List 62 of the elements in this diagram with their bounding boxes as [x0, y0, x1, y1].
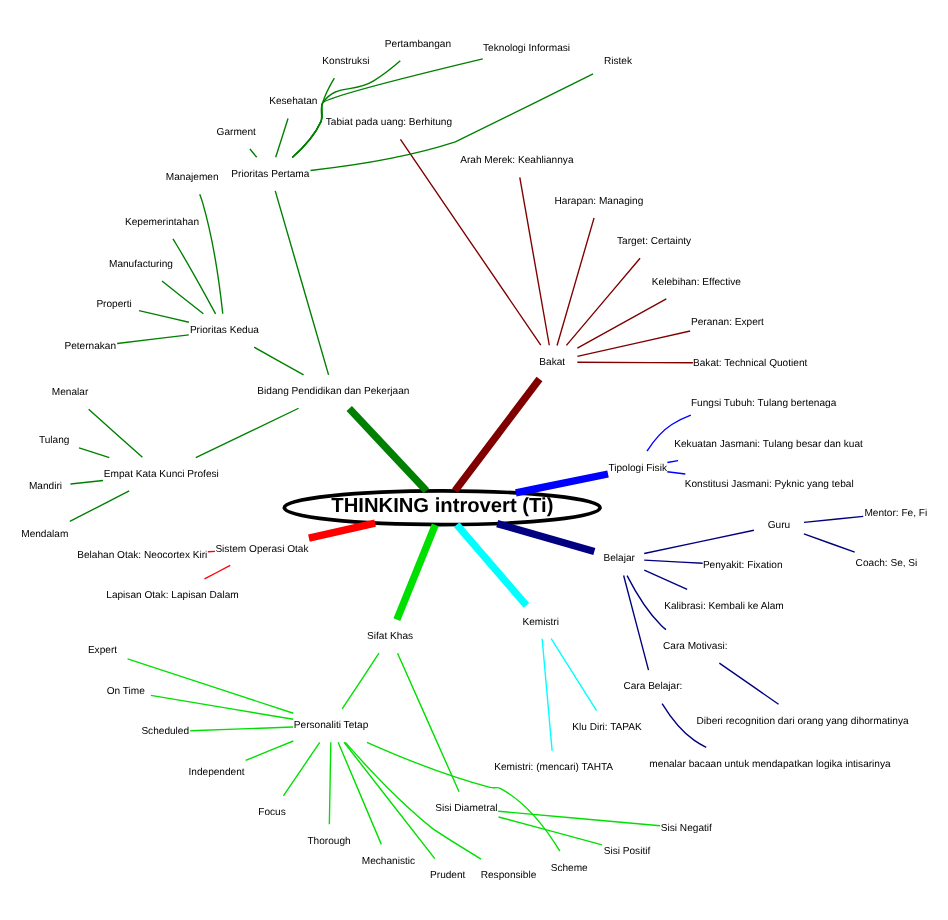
- connector: [274, 190, 330, 376]
- connector: [69, 490, 130, 523]
- connector: [550, 638, 598, 712]
- connector: [453, 522, 530, 608]
- connector: [78, 447, 110, 459]
- connector: [399, 138, 542, 346]
- connector: [161, 280, 205, 315]
- connector: [341, 652, 380, 710]
- connector: [244, 740, 294, 762]
- connector: [275, 117, 289, 158]
- connector: [150, 694, 294, 720]
- connector: [195, 407, 300, 459]
- connector: [496, 520, 596, 556]
- connector: [576, 361, 694, 364]
- node-ellipse: THINKING introvert (Ti): [282, 489, 602, 527]
- connector: [565, 257, 641, 347]
- connector: [515, 470, 609, 497]
- connector: [199, 193, 224, 315]
- connector: [253, 346, 305, 376]
- connector: [69, 479, 104, 485]
- connector: [576, 298, 668, 349]
- connector: [172, 238, 217, 315]
- connector: [203, 564, 231, 580]
- connector: [803, 533, 856, 553]
- connector: [556, 217, 595, 347]
- connector: [126, 658, 295, 714]
- connector: [452, 376, 543, 493]
- connector: [643, 569, 688, 591]
- connector: [393, 523, 439, 622]
- connector: [116, 334, 190, 345]
- connector: [643, 529, 755, 555]
- connector: [576, 330, 691, 358]
- connector: [308, 519, 376, 542]
- connector: [343, 741, 436, 860]
- connector: [646, 414, 692, 452]
- connector: [622, 574, 650, 671]
- connector: [661, 702, 707, 749]
- connector: [666, 459, 679, 464]
- connector: [291, 60, 401, 159]
- connector: [189, 726, 294, 732]
- connector: [541, 638, 553, 752]
- connector: [282, 741, 321, 797]
- connector: [344, 741, 482, 860]
- connector: [291, 58, 484, 159]
- connector: [643, 559, 704, 564]
- connector: [309, 73, 594, 172]
- connector: [666, 471, 686, 475]
- connector: [497, 810, 661, 827]
- connector: [249, 148, 258, 158]
- connector: [803, 515, 864, 524]
- connector: [328, 741, 332, 826]
- connector: [519, 176, 550, 346]
- connector: [87, 408, 144, 458]
- connector: [138, 309, 190, 323]
- connector: [366, 741, 561, 852]
- connector: [291, 77, 336, 159]
- connector: [396, 652, 460, 793]
- connector: [718, 662, 780, 705]
- connector: [497, 816, 603, 846]
- connector: [626, 574, 667, 631]
- connector: [346, 405, 430, 494]
- connector: [337, 741, 382, 846]
